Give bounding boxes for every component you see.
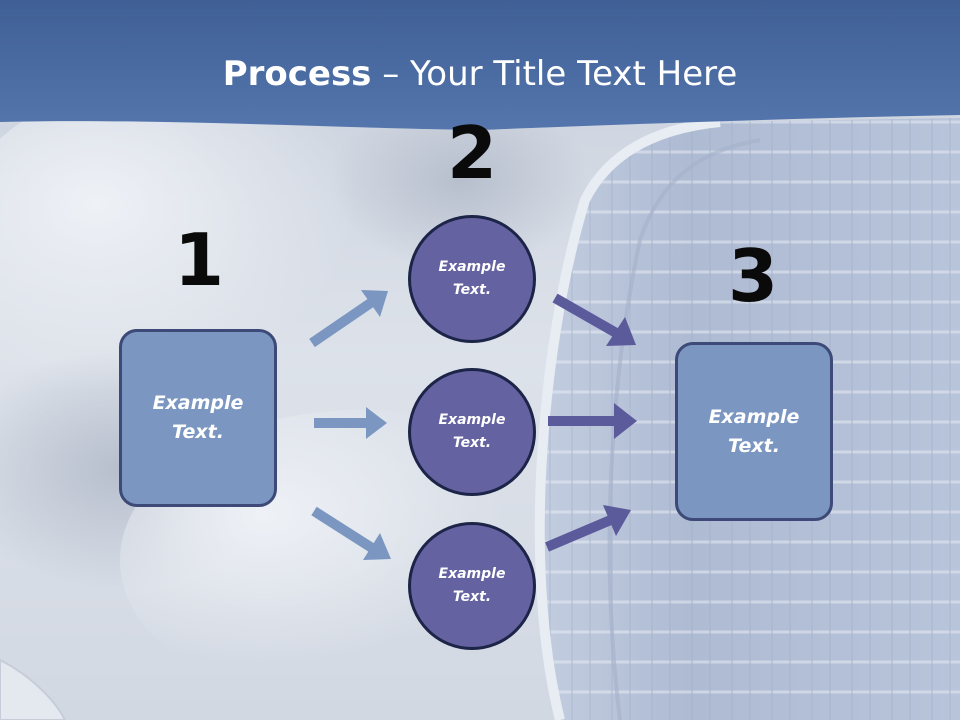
step-number-1: 1: [173, 218, 225, 302]
arrow-left-to-bottom: [311, 506, 391, 560]
left-box-label: Example Text.: [152, 392, 244, 443]
arrow-left-to-top: [309, 290, 388, 348]
right-process-box[interactable]: Example Text.: [675, 342, 833, 521]
arrow-bottom-to-right: [545, 505, 631, 552]
middle-circle-top[interactable]: Example Text.: [408, 215, 536, 343]
circle-center-label: Example Text.: [438, 412, 506, 451]
circle-top-label: Example Text.: [438, 259, 506, 298]
circle-bottom-label: Example Text.: [438, 566, 506, 605]
middle-circle-center[interactable]: Example Text.: [408, 368, 536, 496]
title-bold: Process: [222, 54, 372, 94]
middle-circle-bottom[interactable]: Example Text.: [408, 522, 536, 650]
arrow-middle-to-right: [548, 403, 637, 439]
arrow-top-to-right: [552, 293, 636, 346]
left-process-box[interactable]: Example Text.: [119, 329, 277, 507]
title-rest: – Your Title Text Here: [371, 54, 738, 94]
arrow-left-to-middle: [314, 407, 387, 439]
right-box-label: Example Text.: [708, 405, 800, 457]
step-number-3: 3: [727, 234, 779, 318]
step-number-2: 2: [446, 111, 498, 195]
page-title: Process – Your Title Text Here: [0, 52, 960, 96]
